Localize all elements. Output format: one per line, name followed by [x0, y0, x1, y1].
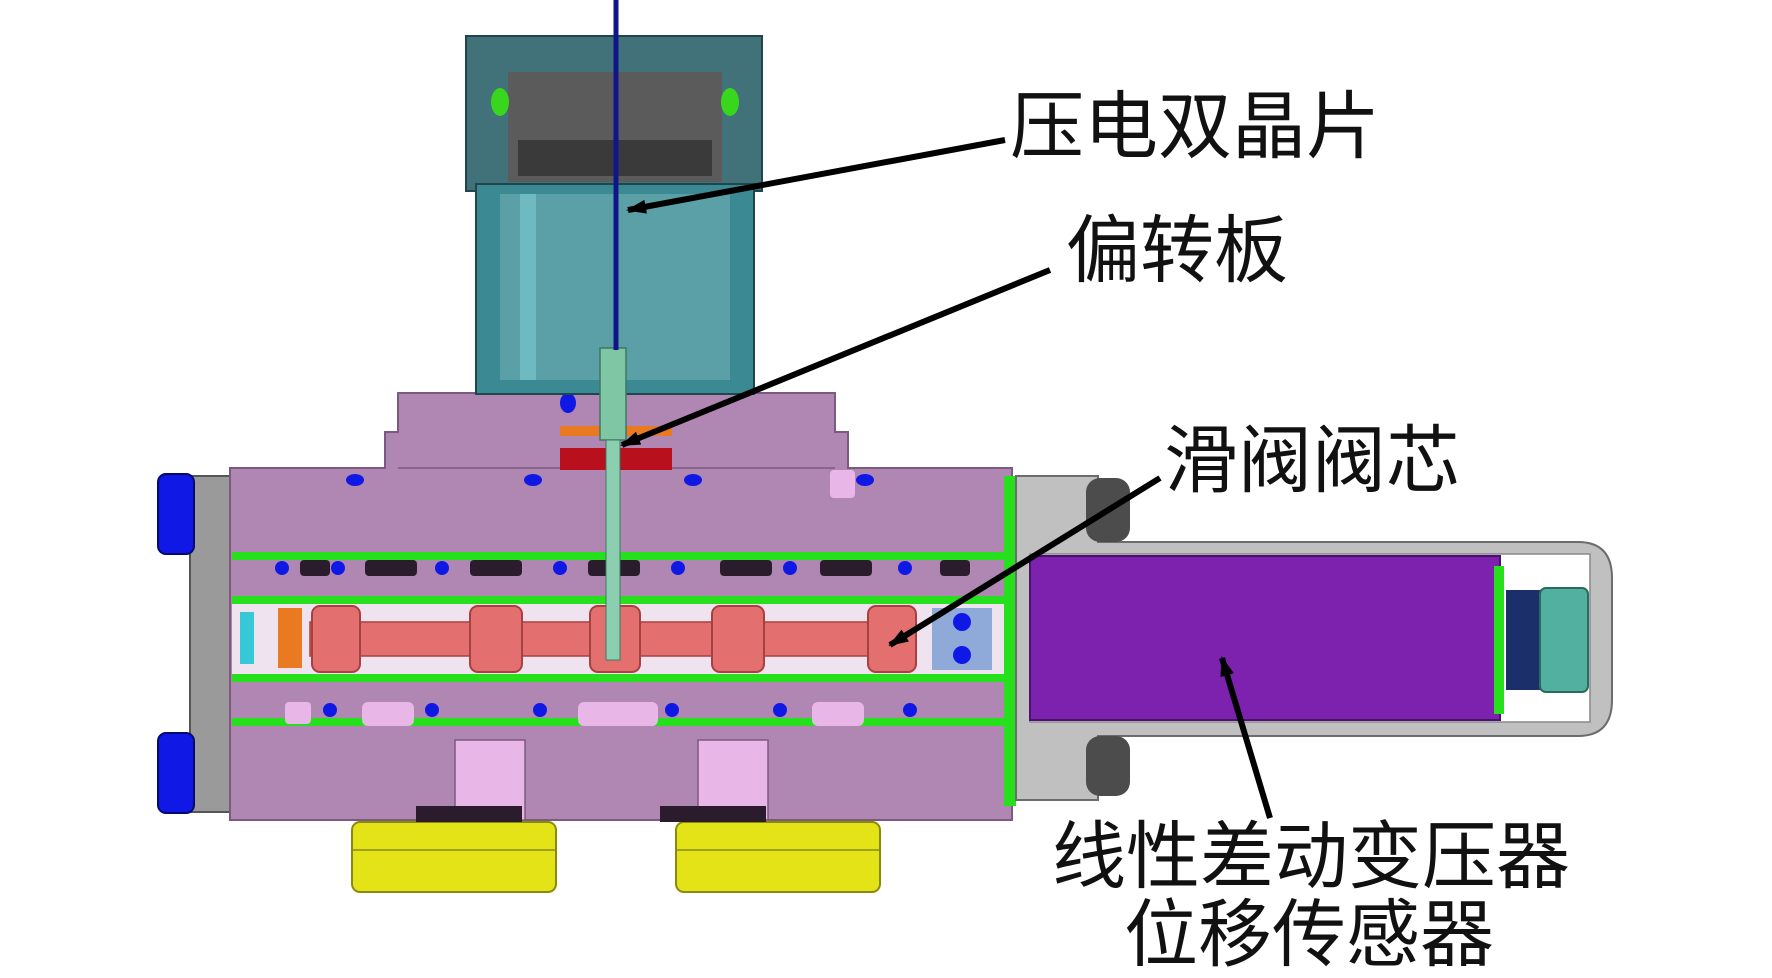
label-spool-core: 滑阀阀芯: [1164, 418, 1460, 504]
sleeve-upper-blue-dots: [275, 561, 912, 575]
spool-end-orange: [278, 608, 302, 668]
deflector-region: [560, 347, 672, 661]
spool-sleeve: [232, 550, 1010, 728]
seal-line-lower-1: [232, 674, 1010, 682]
port-fitting-left: [351, 821, 557, 893]
arrow-deflector: [620, 267, 1052, 448]
housing-pink-insert: [830, 470, 855, 498]
left-end-assembly: [157, 473, 231, 814]
port-base-left: [416, 806, 522, 822]
piezo-cap-green-dot-right: [721, 88, 739, 116]
arrow-spool: [888, 475, 1162, 648]
spool-end-blue-dot: [953, 613, 971, 631]
lvdt-sensor: [1015, 475, 1613, 801]
spool-core: [232, 604, 1010, 674]
pressure-ports: [351, 739, 881, 893]
spool-end-cyan: [240, 612, 254, 664]
label-lvdt-line2: 位移传感器: [1124, 892, 1494, 978]
left-bottom-blue-cap: [157, 732, 195, 814]
piezo-cylinder-shade: [520, 194, 536, 380]
lvdt-lower-clamp: [1086, 736, 1130, 796]
label-piezo-bimorph: 压电双晶片: [1010, 84, 1380, 170]
spool-end-blue-dot: [953, 646, 971, 664]
arrow-lvdt: [1219, 656, 1273, 819]
sleeve-upper-recesses: [300, 560, 970, 576]
port-base-right: [660, 806, 766, 822]
lvdt-mount-seal: [1004, 476, 1016, 806]
deflector-plate: [599, 347, 627, 441]
label-lvdt-line1: 线性差动变压器: [1052, 814, 1570, 900]
piezo-cap-green-dot-left: [491, 88, 509, 116]
lvdt-nut: [1539, 587, 1589, 693]
spool-lands: [311, 605, 917, 673]
deflector-stem: [605, 439, 621, 661]
seal-line-upper-2: [232, 596, 1010, 604]
left-top-blue-cap: [157, 473, 195, 555]
lvdt-coil-seal: [1494, 566, 1504, 714]
callout-arrows: [620, 137, 1273, 819]
seal-line-upper-1: [232, 552, 1010, 560]
lvdt-coil: [1029, 555, 1501, 721]
sleeve-lower-blue-dots: [323, 703, 917, 717]
left-end-plate: [189, 475, 231, 813]
label-deflector-plate: 偏转板: [1066, 208, 1288, 294]
sleeve-lower-pink: [285, 702, 864, 726]
arrow-piezo: [626, 137, 1006, 214]
port-fitting-right: [675, 821, 881, 893]
